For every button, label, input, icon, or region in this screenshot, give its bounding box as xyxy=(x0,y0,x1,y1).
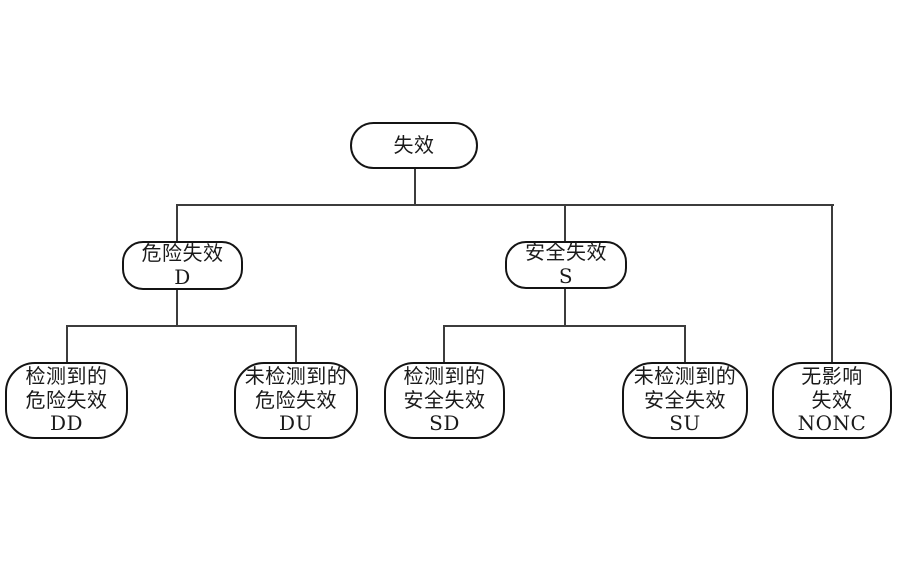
node-label: 失效 xyxy=(393,132,435,157)
node-label: 安全失效 xyxy=(403,387,486,412)
connector-du-top xyxy=(295,325,297,364)
node-label: 危险失效 xyxy=(255,387,337,412)
node-label: 安全失效 xyxy=(525,240,607,265)
node-code: SU xyxy=(669,411,701,436)
node-no-effect-failure: 无影响 失效 NONC xyxy=(772,362,892,439)
node-label: 无影响 xyxy=(801,364,863,389)
node-detected-dangerous-failure: 检测到的 危险失效 DD xyxy=(5,362,128,439)
connector-dd-top xyxy=(66,325,68,364)
connector-dangerous-bus xyxy=(66,325,297,327)
node-code: SD xyxy=(429,411,460,436)
node-code: D xyxy=(174,264,191,289)
connector-safe-bottom xyxy=(564,287,566,326)
node-label: 检测到的 xyxy=(25,364,108,389)
connector-dangerous-bottom xyxy=(176,288,178,326)
node-label: 安全失效 xyxy=(644,387,726,412)
node-label: 危险失效 xyxy=(141,240,224,265)
node-label: 失效 xyxy=(811,387,853,412)
node-code: S xyxy=(558,264,574,288)
node-detected-safe-failure: 检测到的 安全失效 SD xyxy=(384,362,505,439)
node-dangerous-failure: 危险失效 D xyxy=(122,241,243,290)
node-label: 未检测到的 xyxy=(633,364,737,389)
connector-safe-bus xyxy=(443,325,686,327)
connector-su-top xyxy=(684,325,686,364)
connector-nonc-top xyxy=(831,204,833,364)
connector-sd-top xyxy=(443,325,445,364)
node-label: 危险失效 xyxy=(25,387,108,412)
node-code: DD xyxy=(49,411,84,436)
node-code: NONC xyxy=(797,411,867,436)
node-undetected-safe-failure: 未检测到的 安全失效 SU xyxy=(622,362,748,439)
node-label: 检测到的 xyxy=(403,364,486,389)
connector-root-drop xyxy=(414,168,416,206)
connector-level1-bus xyxy=(176,204,834,206)
node-failure-root: 失效 xyxy=(350,122,478,169)
node-label: 未检测到的 xyxy=(244,364,348,389)
node-code: DU xyxy=(279,411,313,436)
connector-safe-top xyxy=(564,204,566,243)
node-safe-failure: 安全失效 S xyxy=(505,241,627,289)
node-undetected-dangerous-failure: 未检测到的 危险失效 DU xyxy=(234,362,358,439)
connector-dangerous-top xyxy=(176,204,178,243)
